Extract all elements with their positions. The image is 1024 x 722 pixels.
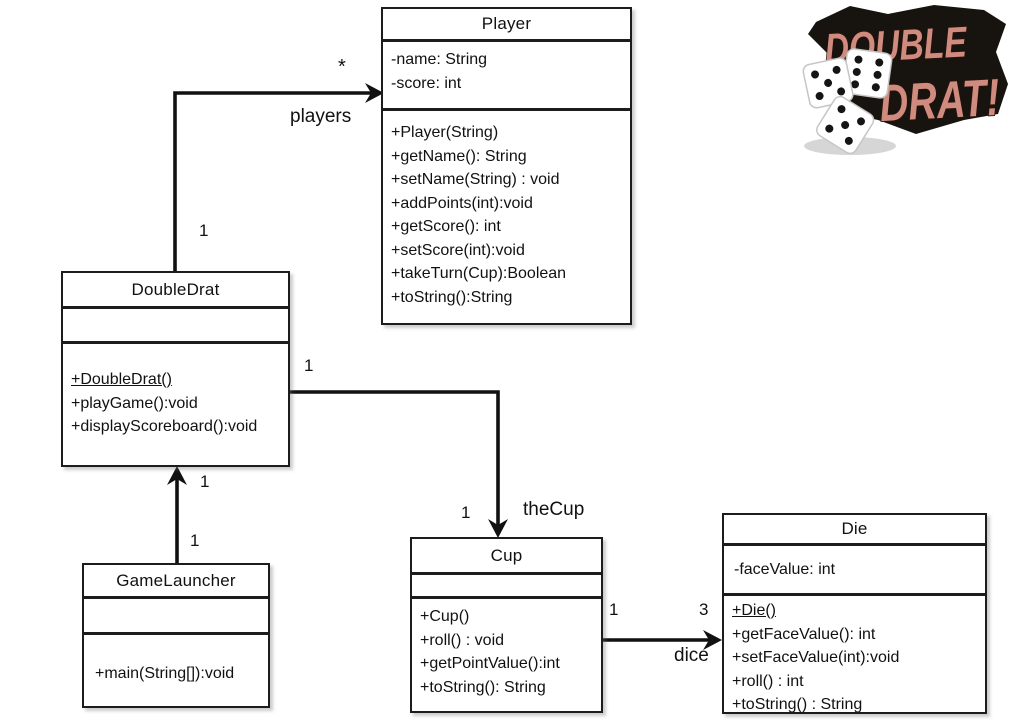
method: +setFaceValue(int):void — [732, 649, 900, 666]
method: +addPoints(int):void — [391, 194, 533, 212]
class-gamelauncher-methods: +main(String[]):void — [84, 635, 268, 686]
logo-background-shape — [808, 5, 1008, 134]
thecup-role-label: theCup — [523, 499, 585, 520]
players-source-multiplicity: 1 — [199, 221, 209, 240]
class-doubledrat: DoubleDrat +DoubleDrat() +playGame():voi… — [61, 271, 290, 467]
dice-target-multiplicity: 3 — [699, 600, 709, 619]
method: +setName(String) : void — [391, 171, 560, 188]
method: +displayScoreboard():void — [71, 418, 258, 435]
class-doubledrat-name: DoubleDrat — [63, 273, 288, 309]
die-icon-five-front — [816, 95, 875, 155]
class-die: Die -faceValue: int +Die() +getFaceValue… — [722, 513, 987, 714]
association-thecup-line — [290, 390, 500, 532]
class-player-attributes: -name: String -score: int — [383, 42, 630, 111]
attribute: -faceValue: int — [734, 561, 836, 578]
class-die-attributes: -faceValue: int — [724, 546, 985, 596]
thecup-source-multiplicity: 1 — [304, 356, 314, 375]
die-icon-six — [841, 48, 893, 99]
method: +main(String[]):void — [95, 665, 235, 682]
class-player-name: Player — [383, 9, 630, 42]
class-doubledrat-methods: +DoubleDrat() +playGame():void +displayS… — [63, 344, 288, 439]
dice-source-multiplicity: 1 — [609, 600, 619, 619]
class-cup-name: Cup — [412, 539, 601, 575]
launcher-source-multiplicity: 1 — [190, 531, 200, 550]
association-launcher-arrowhead — [167, 466, 187, 485]
association-thecup-arrowhead — [488, 519, 508, 538]
class-gamelauncher: GameLauncher +main(String[]):void — [82, 563, 270, 708]
class-gamelauncher-attributes — [84, 599, 268, 635]
method: +setScore(int):void — [391, 241, 525, 259]
class-doubledrat-attributes — [63, 309, 288, 344]
method: +toString():String — [391, 288, 513, 306]
attribute: -score: int — [391, 74, 462, 92]
method: +toString(): String — [420, 678, 546, 696]
method: +roll() : void — [420, 631, 505, 649]
method: +Player(String) — [391, 124, 499, 141]
method: +toString() : String — [732, 696, 863, 713]
launcher-target-multiplicity: 1 — [200, 472, 210, 491]
method: +getFaceValue(): int — [732, 625, 876, 643]
logo-text-line2: DRAT! — [878, 69, 1001, 133]
class-cup-attributes — [412, 575, 601, 599]
thecup-target-multiplicity: 1 — [461, 503, 471, 522]
method: +takeTurn(Cup):Boolean — [391, 265, 567, 282]
method: +getName(): String — [391, 147, 527, 165]
association-players-arrowhead — [365, 83, 384, 103]
method: +DoubleDrat() — [71, 371, 172, 388]
method: +getPointValue():int — [420, 655, 560, 672]
association-players-line — [173, 91, 379, 272]
class-die-methods: +Die() +getFaceValue(): int +setFaceValu… — [724, 596, 985, 717]
die-icon-five-left — [802, 57, 854, 109]
method: +Die() — [732, 602, 777, 619]
class-gamelauncher-name: GameLauncher — [84, 565, 268, 599]
method: +playGame():void — [71, 394, 198, 412]
association-dice-arrowhead — [703, 630, 722, 650]
method: +roll() : int — [732, 672, 804, 690]
method: +getScore(): int — [391, 218, 501, 235]
class-cup-methods: +Cup() +roll() : void +getPointValue():i… — [412, 599, 601, 699]
players-role-label: players — [290, 106, 352, 127]
method: +Cup() — [420, 608, 470, 625]
attribute: -name: String — [391, 51, 488, 68]
double-drat-logo: DOUBLE DRAT! — [802, 5, 1008, 155]
class-player-methods: +Player(String) +getName(): String +setN… — [383, 111, 630, 309]
class-die-name: Die — [724, 515, 985, 546]
dice-role-label: dice — [674, 645, 709, 666]
class-player: Player -name: String -score: int +Player… — [381, 7, 632, 325]
class-cup: Cup +Cup() +roll() : void +getPointValue… — [410, 537, 603, 713]
players-target-multiplicity: * — [338, 56, 346, 78]
